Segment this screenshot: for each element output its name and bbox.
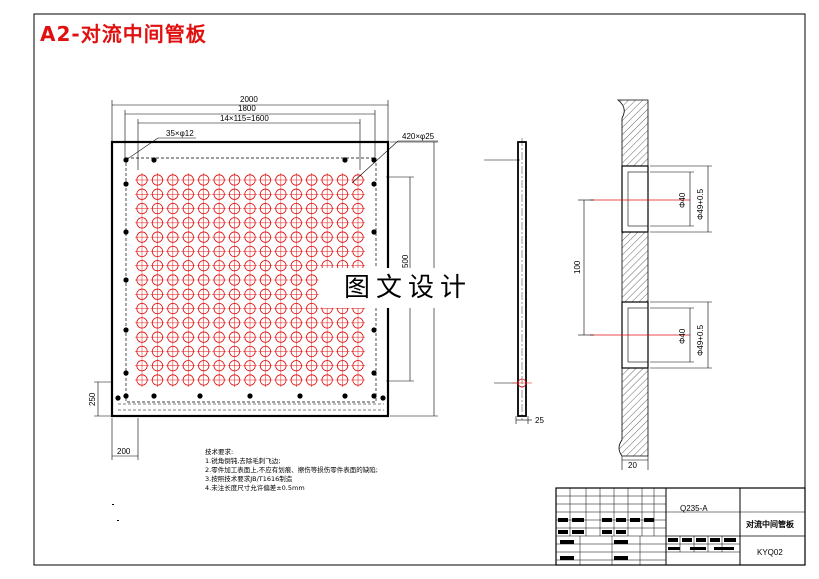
dim-inner-width: 1800 [238,104,256,113]
top-dimensions [111,100,438,184]
dim-total-width: 2000 [240,95,258,104]
small-hole [342,393,348,399]
part-name-label: 对流中间管板 [746,519,795,529]
drawing-title: A2-对流中间管板 [40,22,207,46]
small-hole [115,395,121,401]
title-block-cell-fill [614,540,628,544]
label-small-holes: 35×φ12 [166,129,194,138]
small-hole [371,327,377,333]
small-hole [123,327,129,333]
title-block-cell-fill [602,518,612,522]
small-hole [123,277,129,283]
note-item: 2.零件加工表面上,不应有划痕、擦伤等损伤零件表面的缺陷; [205,466,378,474]
title-block-fills [558,518,736,560]
title-block-cell-fill [710,538,720,542]
front-view [110,140,390,418]
dim-phi40-bottom: Φ40 [678,328,687,344]
small-hole [371,229,377,235]
dim-250: 250 [88,392,97,406]
section-detail [578,99,712,470]
title-block-cell-fill [572,518,584,522]
title-block-cell-fill [630,518,640,522]
note-item: 1.锐角倒钝,去除毛刺飞边; [205,457,281,465]
dim-phi49-bottom: Φ49+0.5 [696,324,705,356]
title-block-cell-fill [602,530,612,534]
tube-hole-grid [135,173,365,387]
small-hole [123,229,129,235]
title-block-cell-fill [560,540,574,544]
dim-100: 100 [573,260,582,274]
small-hole [371,370,377,376]
material-label: Q235-A [680,504,708,513]
title-block-cell-fill [558,518,568,522]
title-block-cell-fill [644,518,654,522]
small-hole [380,395,386,401]
dim-20: 20 [628,461,637,470]
small-hole [197,393,203,399]
dim-height-500: 500 [401,254,410,268]
dim-hole-spacing: 14×115=1600 [220,114,269,123]
title-block-cell-fill [724,538,736,542]
bottom-left-dimensions [94,381,139,460]
title-block-cell-fill [558,530,568,534]
title-block-cell-fill [614,556,628,560]
note-item: 3.按照技术要求JB/T1616制造 [205,475,293,483]
title-block-cell-fill [668,547,680,550]
title-block-cell-fill [616,530,626,534]
small-hole [371,157,377,163]
title-block-cell-fill [560,556,574,560]
small-hole [151,393,157,399]
side-view [484,138,532,424]
small-hole [123,393,129,399]
small-hole [371,181,377,187]
note-item: 4.未注长度尺寸允许偏差±0.5mm [205,484,305,492]
title-block-cell-fill [714,547,734,550]
title-block-cell-fill [668,538,678,542]
small-hole-pattern [115,157,386,401]
notes-heading: 技术要求: [205,448,234,456]
small-hole [371,393,377,399]
small-hole [123,370,129,376]
small-hole [297,393,303,399]
label-tube-holes: 420×φ25 [402,132,435,141]
technical-notes: 技术要求: 1.锐角倒钝,去除毛刺飞边; 2.零件加工表面上,不应有划痕、擦伤等… [205,448,378,493]
small-hole [123,181,129,187]
title-block-cell-fill [690,547,706,550]
title-block-cell-fill [616,518,626,522]
small-hole [342,157,348,163]
watermark: 图文设计 [322,268,494,308]
dim-200: 200 [117,447,131,456]
dim-phi49-top: Φ49+0.5 [696,188,705,220]
title-block-cell-fill [682,538,692,542]
drawing-number: KYQ02 [757,548,783,557]
title-block [555,487,806,566]
small-hole [151,157,157,163]
small-hole [247,393,253,399]
title-block-cell-fill [572,530,584,534]
dim-phi40-top: Φ40 [678,192,687,208]
dim-thickness-25: 25 [535,416,544,425]
title-block-cell-fill [696,538,706,542]
